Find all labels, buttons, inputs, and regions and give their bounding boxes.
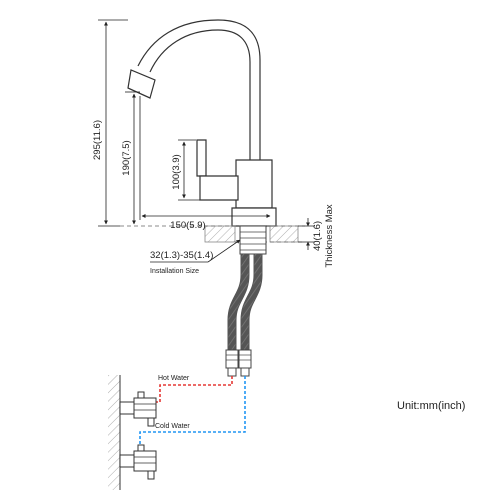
aerator-tip — [127, 87, 151, 99]
dim-spout-height: 190(7.5) — [121, 140, 132, 175]
hose-fitting-right — [238, 349, 252, 369]
dim-hole-size: 32(1.3)-35(1.4) — [150, 250, 213, 261]
unit-note: Unit:mm(inch) — [397, 400, 465, 412]
dim-handle-height: 100(3.9) — [171, 154, 182, 189]
dim-thickness-label: Thickness Max — [324, 204, 335, 268]
dim-reach: 150(5.9) — [170, 220, 205, 231]
spout-inner — [149, 29, 251, 160]
handle-lever — [196, 139, 207, 177]
hot-water-line — [152, 376, 233, 403]
body-base — [231, 207, 277, 227]
wall — [108, 375, 120, 490]
dimension-lines — [98, 19, 315, 263]
deck-right — [269, 225, 299, 243]
angle-valve-hot — [119, 391, 157, 427]
wall-valves — [108, 375, 157, 490]
dimension-labels: 295(11.6) 190(7.5) 100(3.9) 150(5.9) 40(… — [92, 120, 335, 275]
deck-left — [204, 225, 236, 243]
hose-fitting-left — [225, 349, 239, 369]
braided-hoses — [225, 254, 263, 377]
handle-base — [199, 175, 239, 201]
dim-deck-thickness: 40(1.6) — [312, 221, 323, 251]
faucet-body — [235, 159, 273, 209]
dim-hole-label: Installation Size — [150, 268, 199, 275]
counter-deck — [120, 225, 305, 255]
angle-valve-cold — [119, 444, 157, 480]
spout-outer — [137, 19, 261, 160]
dim-total-height: 295(11.6) — [92, 120, 103, 160]
cold-water-label: Cold Water — [155, 423, 190, 430]
mount-shank — [239, 225, 267, 255]
faucet-drawing — [127, 19, 277, 227]
hot-water-label: Hot Water — [158, 375, 190, 382]
